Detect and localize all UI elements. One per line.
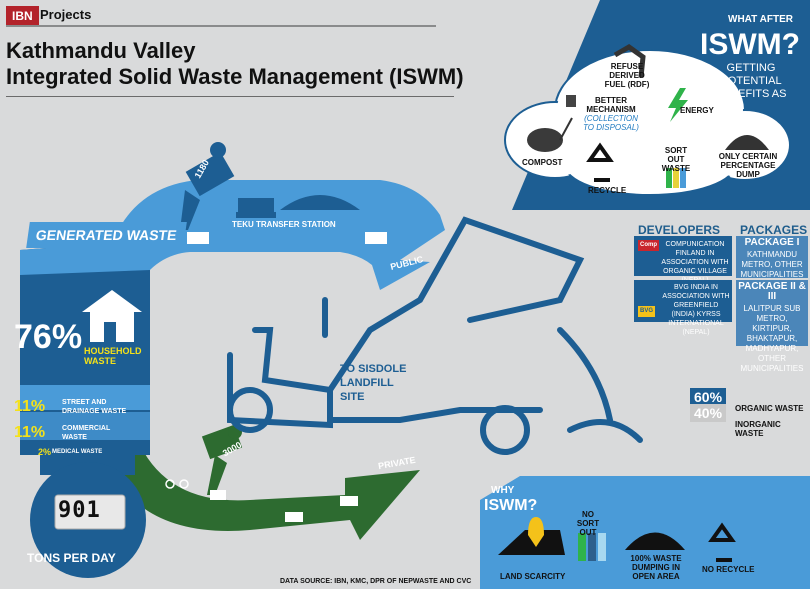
household-percent: 76% [14, 318, 83, 356]
cart-icon [165, 479, 189, 489]
private-arc [100, 445, 420, 540]
no-recycle-label: NO RECYCLE [702, 565, 755, 574]
what-after-label: WHAT AFTER [728, 14, 793, 25]
worker-private-icon [201, 424, 243, 495]
bin-icon [566, 95, 576, 107]
developer-2-text: BVG INDIA IN ASSOCIATION WITH GREENFIELD… [662, 284, 730, 336]
inorganic-label: INORGANIC WASTE [735, 420, 781, 438]
compost-label: COMPOST [522, 158, 563, 167]
dump-truck-graphic [227, 216, 643, 455]
section-label[interactable]: Projects [40, 7, 92, 22]
getting-benefits-label: GETTING POTENTIAL BENEFITS AS [715, 62, 787, 100]
fuel-pump-icon [613, 44, 646, 78]
developer-1-text: COMPUNICATION FINLAND IN ASSOCIATION WIT… [661, 241, 729, 284]
why-iswm-label: ISWM? [484, 497, 538, 514]
dumping-label: 100% WASTE DUMPING IN OPEN AREA [630, 554, 682, 581]
inorganic-percent: 40% [690, 404, 727, 422]
household-label: HOUSEHOLD WASTE [84, 346, 142, 366]
bulldozer-icon [236, 198, 276, 218]
land-icon [498, 530, 565, 555]
developer-2-card: BVG BVG INDIA IN ASSOCIATION WITH GREENF… [634, 280, 732, 336]
map-pin-icon [528, 517, 544, 547]
sort-out-label: SORT OUT WASTE [661, 146, 691, 173]
page-title-line2: Integrated Solid Waste Management (ISWM) [6, 64, 464, 89]
developers-heading: DEVELOPERS [638, 223, 721, 237]
rdf-label: REFUSE DERIVED FUEL (RDF) [604, 62, 650, 89]
package-2-text: LALITPUR SUB METRO, KIRTIPUR, BHAKTAPUR,… [740, 304, 804, 373]
package-1-text: KATHMANDU METRO, OTHER MUNICIPALITIES [740, 250, 804, 279]
recycle-icon-top [586, 142, 614, 182]
packages-heading: PACKAGES [740, 223, 808, 237]
package-2-title: PACKAGE II & III [738, 281, 806, 302]
street-label: STREET AND DRAINAGE WASTE [62, 399, 127, 415]
medical-label: MEDICAL WASTE [52, 449, 103, 455]
organic-percent: 60% [690, 388, 727, 406]
title-divider [6, 96, 454, 97]
medical-percent: 2% [38, 447, 52, 457]
bin-street-band [20, 385, 150, 410]
better-mechanism-label: BETTER MECHANISM(COLLECTION TO DISPOSAL) [583, 96, 639, 132]
recycle-icon-bottom [708, 522, 736, 562]
street-percent: 11% [14, 398, 46, 415]
bin-lid [20, 240, 150, 275]
truck-public-icon [187, 232, 387, 244]
page-title-line1: Kathmandu Valley [6, 38, 196, 63]
brand-logo[interactable]: IBN [6, 6, 39, 26]
open-dump-icon [625, 532, 685, 550]
compunication-logo: Comp [638, 240, 659, 251]
what-after-iswm: ISWM? [700, 28, 800, 61]
no-sort-label: NO SORT OUT [576, 510, 600, 537]
destination-label: TO SISDOLE LANDFILL SITE [340, 363, 407, 403]
developer-1-card: Comp COMPUNICATION FINLAND IN ASSOCIATIO… [634, 236, 732, 284]
land-scarcity-label: LAND SCARCITY [500, 572, 566, 581]
dump-pile-icon [725, 135, 769, 150]
organic-label: ORGANIC WASTE [735, 404, 804, 413]
header-divider [6, 25, 436, 27]
sort-bins-icon [666, 168, 686, 188]
energy-label: ENERGY [680, 106, 714, 115]
truck-private-icon [210, 490, 358, 522]
tons-per-day-label: TONS PER DAY [27, 551, 116, 565]
generated-waste-banner: GENERATED WASTE [26, 222, 187, 248]
bvg-logo: BVG [638, 306, 656, 317]
recycle-label: RECYCLE [588, 186, 627, 195]
worker-public-icon [180, 142, 235, 230]
commercial-label: COMMERCIAL WASTE [62, 425, 111, 441]
compost-icon [527, 117, 573, 152]
transfer-station-icon [280, 195, 360, 210]
data-source: DATA SOURCE: IBN, KMC, DPR OF NEPWASTE A… [280, 578, 472, 585]
house-icon [82, 290, 142, 342]
scale-display [54, 494, 126, 530]
why-label: WHY [491, 485, 515, 496]
package-1-title: PACKAGE I [744, 237, 800, 248]
package-2-card: PACKAGE II & III LALITPUR SUB METRO, KIR… [736, 280, 808, 373]
commercial-percent: 11% [14, 424, 46, 441]
energy-icon [668, 88, 688, 122]
package-1-card: PACKAGE I KATHMANDU METRO, OTHER MUNICIP… [736, 236, 808, 279]
dump-label: ONLY CERTAIN PERCENTAGE DUMP [718, 152, 778, 179]
bin-commercial-band [20, 412, 150, 440]
teku-station-label: TEKU TRANSFER STATION [232, 220, 336, 229]
no-sort-bins-icon [578, 533, 606, 561]
scale-value: 901 [58, 498, 101, 523]
